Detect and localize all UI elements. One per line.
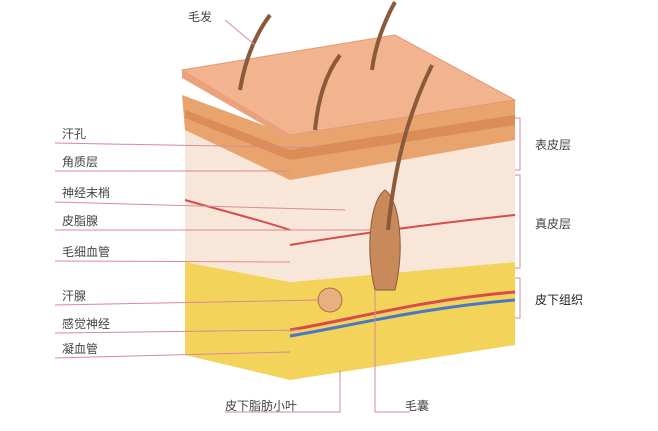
- label-sensory-nerve: 感觉神经: [62, 317, 111, 331]
- hair-follicle: [369, 189, 401, 291]
- label-capillary: 毛细血管: [62, 245, 111, 259]
- label-hair: 毛发: [188, 10, 213, 24]
- label-fat-lobule: 皮下脂肪小叶: [225, 399, 298, 413]
- epidermis-layer: [182, 95, 515, 180]
- label-blood-vessel: 凝血管: [62, 342, 99, 356]
- label-nerve-ending: 神经末梢: [62, 186, 111, 200]
- leader-lines: [54, 19, 521, 413]
- label-dermis: 真皮层: [535, 217, 572, 231]
- label-sweat-gland: 汗腺: [62, 289, 87, 303]
- subcutaneous-layer: [185, 262, 515, 380]
- sweat-gland: [317, 287, 343, 313]
- label-epidermis: 表皮层: [535, 138, 572, 152]
- label-sebaceous-gland: 皮脂腺: [62, 214, 99, 228]
- label-stratum-corneum: 角质层: [62, 155, 99, 169]
- label-pore: 汗孔: [62, 127, 87, 141]
- label-hair-follicle: 毛囊: [405, 399, 430, 413]
- hair: [238, 13, 272, 91]
- label-subcutaneous: 皮下组织: [535, 293, 584, 307]
